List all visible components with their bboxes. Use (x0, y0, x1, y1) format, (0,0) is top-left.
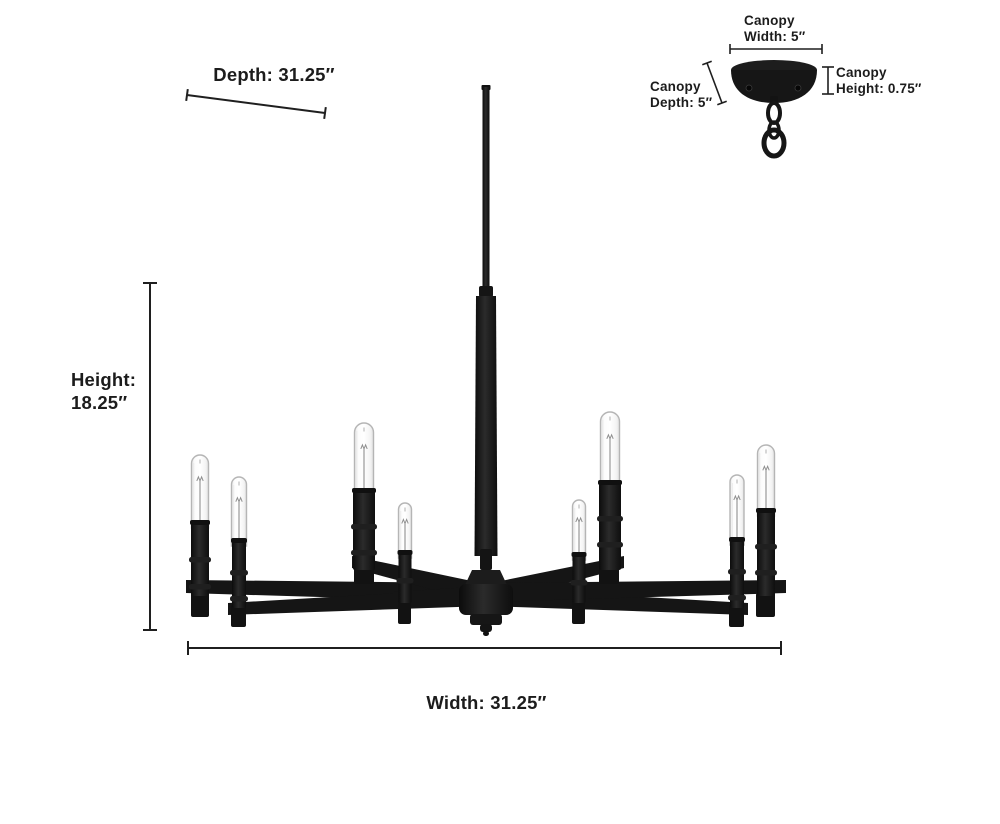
holder-socket-lip (352, 488, 376, 493)
canopy-width-label: Canopy Width: 5″ (744, 13, 805, 45)
holder-ring (230, 570, 248, 576)
bulb-filament-coil (196, 475, 204, 483)
candle-holder (728, 537, 746, 608)
candle-holder (755, 508, 777, 596)
height-label-line2: 18.25″ (71, 391, 128, 413)
holder-foot (231, 605, 246, 627)
tube-bulb (353, 422, 375, 497)
width-dimension-line (187, 641, 782, 655)
chandelier-arm (486, 580, 786, 602)
depth-dimension-label: Depth: 31.25″ (213, 64, 335, 85)
tube-bulb (756, 444, 776, 517)
holder-ring (755, 544, 777, 550)
height-dimension-label: Height: 18.25″ (71, 369, 136, 414)
tube-bulb (599, 411, 621, 489)
tube-bulb (190, 454, 210, 529)
width-dimension-label: Width: 31.25″ (426, 692, 547, 713)
bulb-filament-coil (606, 433, 614, 441)
bulb-filament-coil (235, 496, 243, 504)
holder-ring (728, 569, 746, 575)
canopy-depth-label-line2: Depth: 5″ (650, 94, 713, 110)
chandelier-bulbs (190, 411, 776, 561)
chandelier-center-column (474, 85, 498, 570)
holder-foot (729, 605, 744, 627)
holder-socket-lip (598, 480, 622, 485)
tube-bulb (571, 499, 587, 561)
holder-foot (572, 600, 585, 624)
canopy-width-label-line1: Canopy (744, 13, 795, 28)
holder-ring (597, 516, 623, 522)
chandelier-hub (459, 570, 513, 636)
candle-holder (189, 520, 211, 596)
holder-ring (189, 557, 211, 563)
holder-socket-lip (231, 538, 247, 543)
candle-holder (351, 488, 377, 570)
holder-foot (354, 566, 374, 584)
holder-socket-lip (729, 537, 745, 542)
depth-dimension-line (185, 88, 327, 120)
bulb-filament-coil (575, 516, 583, 524)
holder-ring (728, 595, 746, 601)
holder-socket-lip (571, 552, 587, 557)
chandelier-candle-holders (189, 480, 777, 608)
holder-ring (570, 580, 588, 586)
canopy-chain (761, 96, 787, 159)
canopy-width-label-line2: Width: 5″ (744, 28, 806, 44)
holder-ring (189, 584, 211, 590)
canopy-height-label-line1: Canopy (836, 65, 887, 80)
canopy-screw-right (794, 84, 802, 92)
holder-socket-lip (397, 550, 413, 555)
height-dimension-line (143, 282, 157, 631)
bulb-filament-coil (733, 494, 741, 502)
holder-ring (597, 542, 623, 548)
holder-foot (191, 593, 209, 617)
candle-holder (396, 550, 414, 603)
canopy-height-label-line2: Height: 0.75″ (836, 80, 922, 96)
holder-ring (755, 570, 777, 576)
canopy-depth-label: Canopy Depth: 5″ (650, 79, 712, 111)
bulb-filament-coil (360, 443, 368, 451)
tube-bulb (230, 476, 248, 547)
bulb-filament-coil (762, 464, 770, 472)
holder-ring (230, 596, 248, 602)
candle-holder (597, 480, 623, 570)
canopy-height-label: Canopy Height: 0.75″ (836, 65, 922, 97)
holder-foot (599, 566, 619, 584)
holder-foot (756, 593, 775, 617)
candle-holder (570, 552, 588, 603)
holder-foot (398, 600, 411, 624)
candle-holder (230, 538, 248, 608)
holder-ring (351, 550, 377, 556)
canopy-depth-label-line1: Canopy (650, 79, 701, 94)
tube-bulb (397, 502, 413, 559)
canopy-width-dimension-line (729, 44, 823, 54)
holder-socket-lip (756, 508, 776, 513)
tube-bulb (729, 474, 745, 546)
chandelier-illustration (186, 85, 786, 636)
height-label-line1: Height: (71, 369, 137, 390)
bulb-filament-coil (401, 518, 409, 525)
canopy-screw-left (745, 84, 753, 92)
canopy-height-dimension-line (822, 66, 834, 95)
holder-ring (396, 578, 414, 584)
canopy-illustration (731, 60, 817, 159)
holder-socket-lip (190, 520, 210, 525)
canopy-depth-dimension-line (702, 60, 727, 106)
holder-ring (351, 524, 377, 530)
